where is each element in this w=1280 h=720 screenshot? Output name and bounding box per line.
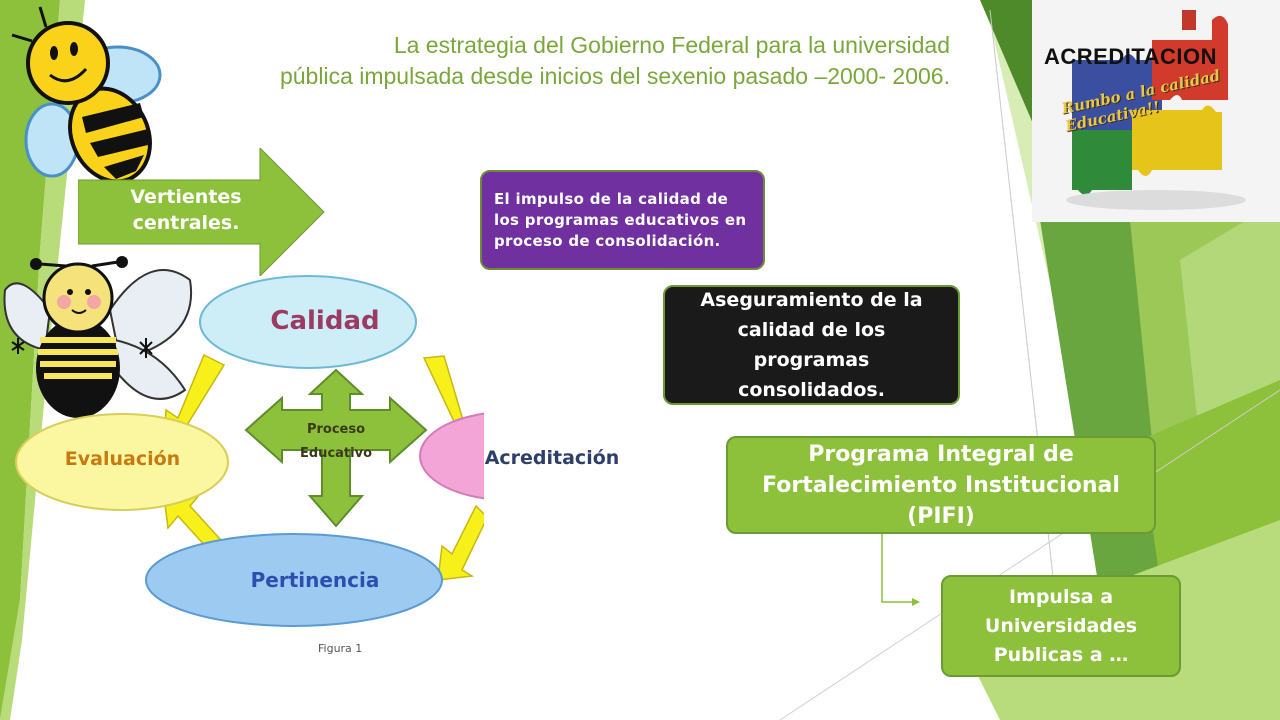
vertientes-arrow (78, 148, 325, 276)
bee-icon (11, 6, 162, 184)
title-line-2: pública impulsada desde inicios del sexe… (279, 63, 950, 89)
figure-caption: Figura 1 (318, 642, 363, 655)
ellipse-calidad (199, 275, 417, 369)
logo-text: ACREDITACION (1044, 44, 1218, 69)
label-evaluacion: Evaluación (64, 448, 181, 470)
label-proceso-educativo: Proceso Educativo (286, 418, 386, 466)
puzzle-logo-icon (1066, 10, 1246, 210)
box-aseguramiento: Aseguramiento de la calidad de los progr… (663, 285, 960, 405)
box-aseguramiento-text: Aseguramiento de la calidad de los progr… (700, 289, 923, 401)
ellipse-pertinencia (145, 533, 443, 627)
label-calidad: Calidad (270, 306, 380, 336)
thin-line-2 (779, 389, 1280, 720)
box-pifi-text: Programa Integral de Fortalecimiento Ins… (762, 441, 1120, 529)
vertientes-label: Vertientes centrales. (130, 186, 242, 234)
box-impulsa: Impulsa a Universidades Publicas a … (941, 575, 1181, 677)
connector-arrow (881, 534, 920, 606)
title-line-1: La estrategia del Gobierno Federal para … (393, 32, 950, 58)
thin-line (989, 9, 1061, 641)
label-acreditacion: Acreditación (484, 447, 620, 469)
ellipse-evaluacion (15, 413, 229, 511)
box-pifi: Programa Integral de Fortalecimiento Ins… (726, 436, 1156, 534)
slide-title: La estrategia del Gobierno Federal para … (160, 30, 950, 92)
educativo-line: Educativo (300, 446, 372, 461)
box-impulso-calidad: El impulso de la calidad de los programa… (480, 170, 765, 270)
box-impulso-text: El impulso de la calidad de los programa… (494, 189, 747, 250)
label-pertinencia: Pertinencia (250, 568, 380, 592)
proceso-line: Proceso (306, 422, 366, 437)
acreditacion-logo: ACREDITACION Rumbo a la calidad Educativ… (1032, 0, 1280, 222)
arrow-acreditacion-pertinencia (437, 504, 484, 581)
ellipse-acreditacion (419, 412, 484, 500)
bee-icon (3, 256, 193, 418)
left-green-strip (0, 0, 60, 720)
process-arrows (244, 368, 428, 528)
process-diagram (15, 275, 484, 627)
box-impulsa-text: Impulsa a Universidades Publicas a … (984, 585, 1138, 666)
